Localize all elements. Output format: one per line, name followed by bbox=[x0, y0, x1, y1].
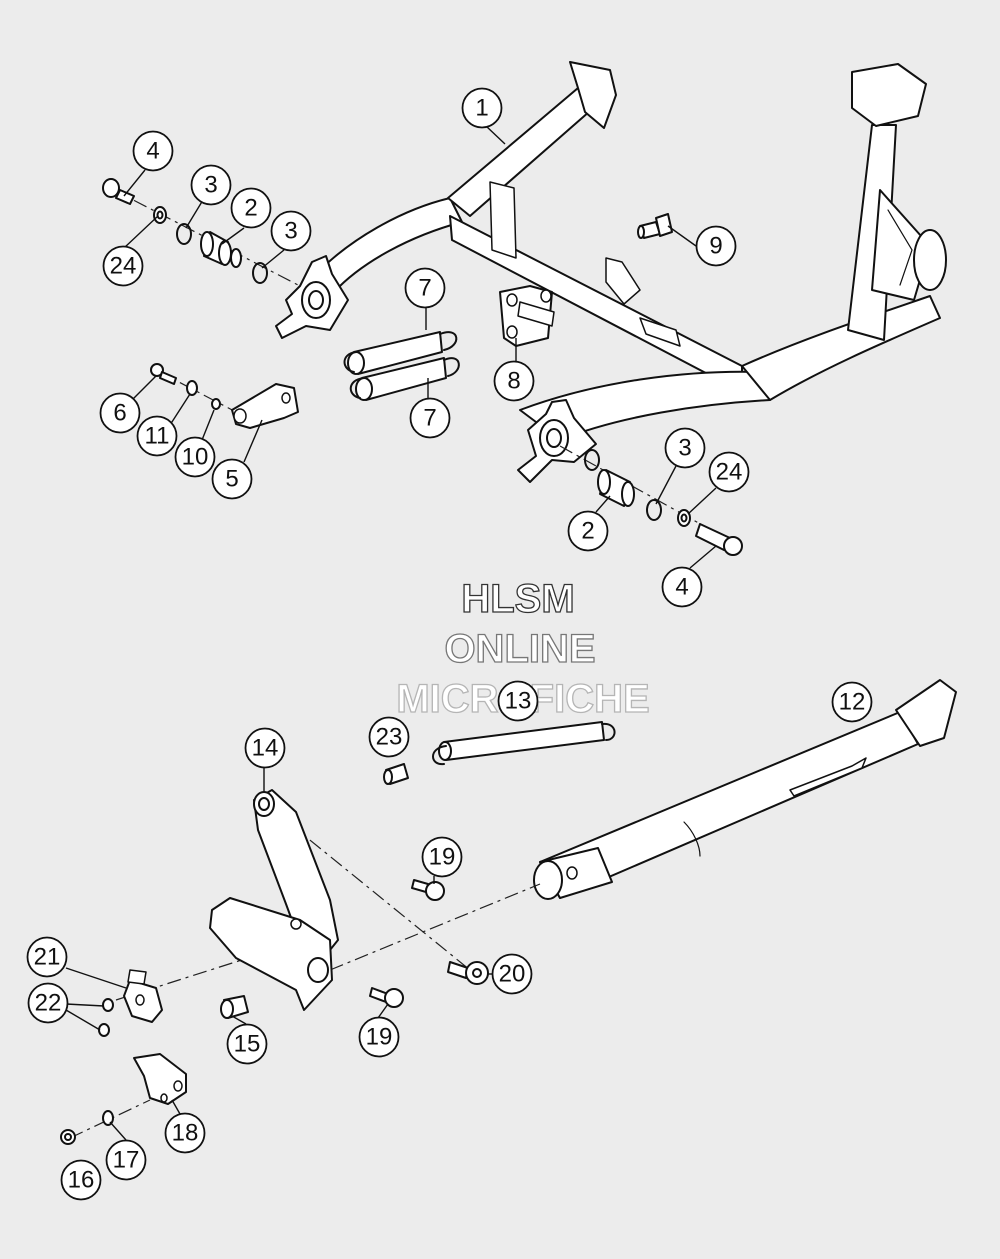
bolt-9-part bbox=[637, 213, 673, 239]
callout-6: 6 bbox=[99, 392, 141, 434]
bracket-14-part bbox=[115, 789, 541, 1011]
callout-2-bottom: 2 bbox=[567, 510, 609, 552]
callout-1-label: 1 bbox=[475, 95, 488, 122]
callout-23: 23 bbox=[368, 716, 410, 758]
callout-17-label: 17 bbox=[113, 1147, 140, 1174]
bracket-5-part bbox=[150, 363, 299, 429]
bracket-8-part bbox=[499, 285, 555, 347]
callout-2-top-label: 2 bbox=[244, 195, 257, 222]
callout-19-upper: 19 bbox=[421, 836, 463, 878]
callout-15-label: 15 bbox=[234, 1031, 261, 1058]
callout-18-label: 18 bbox=[172, 1120, 199, 1147]
callout-5: 5 bbox=[211, 458, 253, 500]
callout-12-label: 12 bbox=[839, 689, 866, 716]
bracket-18-part bbox=[69, 1053, 187, 1139]
callout-7-bottom-label: 7 bbox=[423, 405, 436, 432]
bolt-19-lower-part bbox=[369, 987, 404, 1008]
callout-4-bottom: 4 bbox=[661, 566, 703, 608]
callout-2-bottom-label: 2 bbox=[581, 518, 594, 545]
right-pivot-hardware bbox=[559, 445, 743, 556]
callout-11: 11 bbox=[136, 415, 178, 457]
callout-24-bottom: 24 bbox=[708, 451, 750, 493]
callout-7-top: 7 bbox=[404, 267, 446, 309]
callout-3-left-label: 3 bbox=[204, 172, 217, 199]
callout-3-left: 3 bbox=[190, 164, 232, 206]
callout-10: 10 bbox=[174, 436, 216, 478]
callout-7-top-label: 7 bbox=[418, 275, 431, 302]
callout-8-label: 8 bbox=[507, 368, 520, 395]
callout-24-top-label: 24 bbox=[110, 253, 137, 280]
callout-3-mid-label: 3 bbox=[284, 218, 297, 245]
side-stand-12-part bbox=[533, 679, 957, 900]
callout-22: 22 bbox=[27, 982, 69, 1024]
pivot-boss-left bbox=[275, 255, 349, 339]
callout-17: 17 bbox=[105, 1139, 147, 1181]
bolt-20-part bbox=[447, 961, 489, 985]
callout-1: 1 bbox=[461, 87, 503, 129]
callout-12: 12 bbox=[831, 681, 873, 723]
callout-13-label: 13 bbox=[505, 688, 532, 715]
callout-21-label: 21 bbox=[34, 944, 61, 971]
callout-3-mid: 3 bbox=[270, 210, 312, 252]
callout-22-label: 22 bbox=[35, 990, 62, 1017]
springs-7-part bbox=[343, 331, 460, 401]
nut-16-part bbox=[60, 1129, 76, 1145]
callout-20: 20 bbox=[491, 953, 533, 995]
callout-14: 14 bbox=[244, 727, 286, 769]
switch-21-part bbox=[123, 969, 163, 1023]
bushing-15-part bbox=[220, 995, 249, 1019]
callout-20-label: 20 bbox=[499, 961, 526, 988]
callout-24-bottom-label: 24 bbox=[716, 459, 743, 486]
callout-18: 18 bbox=[164, 1112, 206, 1154]
callout-4-bottom-label: 4 bbox=[675, 574, 688, 601]
callout-23-label: 23 bbox=[376, 724, 403, 751]
callout-19-lower-label: 19 bbox=[366, 1024, 393, 1051]
bolt-19-upper-part bbox=[411, 879, 445, 901]
center-stand-part bbox=[275, 61, 947, 483]
callout-2-top: 2 bbox=[230, 187, 272, 229]
callout-9-label: 9 bbox=[709, 233, 722, 260]
callout-4-top: 4 bbox=[132, 130, 174, 172]
leader-lines bbox=[65, 125, 717, 1141]
callout-16: 16 bbox=[60, 1159, 102, 1201]
callout-24-top: 24 bbox=[102, 245, 144, 287]
watermark-line-2: ONLINE bbox=[444, 627, 595, 671]
callout-3-right: 3 bbox=[664, 427, 706, 469]
washer-17-part bbox=[102, 1110, 114, 1126]
watermark-line-1: HLSM bbox=[461, 577, 574, 621]
callout-19-lower: 19 bbox=[358, 1016, 400, 1058]
callout-8: 8 bbox=[493, 360, 535, 402]
callout-14-label: 14 bbox=[252, 735, 279, 762]
callout-3-right-label: 3 bbox=[678, 435, 691, 462]
callout-7-bottom: 7 bbox=[409, 397, 451, 439]
callout-21: 21 bbox=[26, 936, 68, 978]
callout-13: 13 bbox=[497, 680, 539, 722]
callout-5-label: 5 bbox=[225, 466, 238, 493]
screws-22-part bbox=[98, 998, 114, 1037]
callout-9: 9 bbox=[695, 225, 737, 267]
plug-23-part bbox=[383, 763, 409, 785]
callout-11-label: 11 bbox=[145, 423, 170, 450]
callout-16-label: 16 bbox=[68, 1167, 95, 1194]
callout-4-top-label: 4 bbox=[146, 138, 159, 165]
left-pivot-hardware bbox=[102, 178, 301, 287]
spring-13-part bbox=[432, 721, 616, 766]
callout-10-label: 10 bbox=[182, 444, 209, 471]
callout-19-upper-label: 19 bbox=[429, 844, 456, 871]
callout-6-label: 6 bbox=[113, 400, 126, 427]
callout-15: 15 bbox=[226, 1023, 268, 1065]
